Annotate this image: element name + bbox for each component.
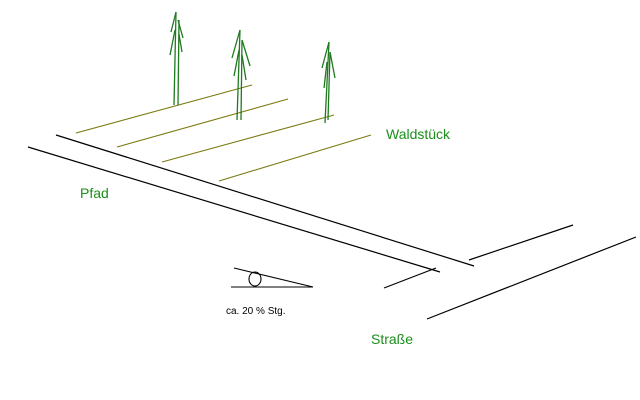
slope-ball xyxy=(248,271,262,287)
forest-label: Waldstück xyxy=(386,126,451,142)
forest-line-3 xyxy=(161,114,335,163)
path-line-upper xyxy=(55,134,475,267)
slope-line xyxy=(233,267,314,288)
road-label: Straße xyxy=(371,331,414,347)
path-label: Pfad xyxy=(80,185,109,201)
road-line-left-stub xyxy=(383,267,437,289)
road-line-near xyxy=(426,236,637,320)
forest-line-4 xyxy=(218,134,372,182)
road-line-far xyxy=(468,224,574,261)
tree-2 xyxy=(231,29,251,121)
forest-line-2 xyxy=(116,98,289,148)
path-lines xyxy=(27,134,475,273)
tree-3 xyxy=(321,41,336,124)
path-line-lower xyxy=(27,146,441,273)
forest-line-1 xyxy=(75,84,253,134)
slope-indicator xyxy=(231,267,314,288)
tree-1 xyxy=(169,11,184,106)
road-lines xyxy=(383,224,637,320)
slope-label: ca. 20 % Stg. xyxy=(226,306,286,317)
forest-lines xyxy=(75,84,372,182)
